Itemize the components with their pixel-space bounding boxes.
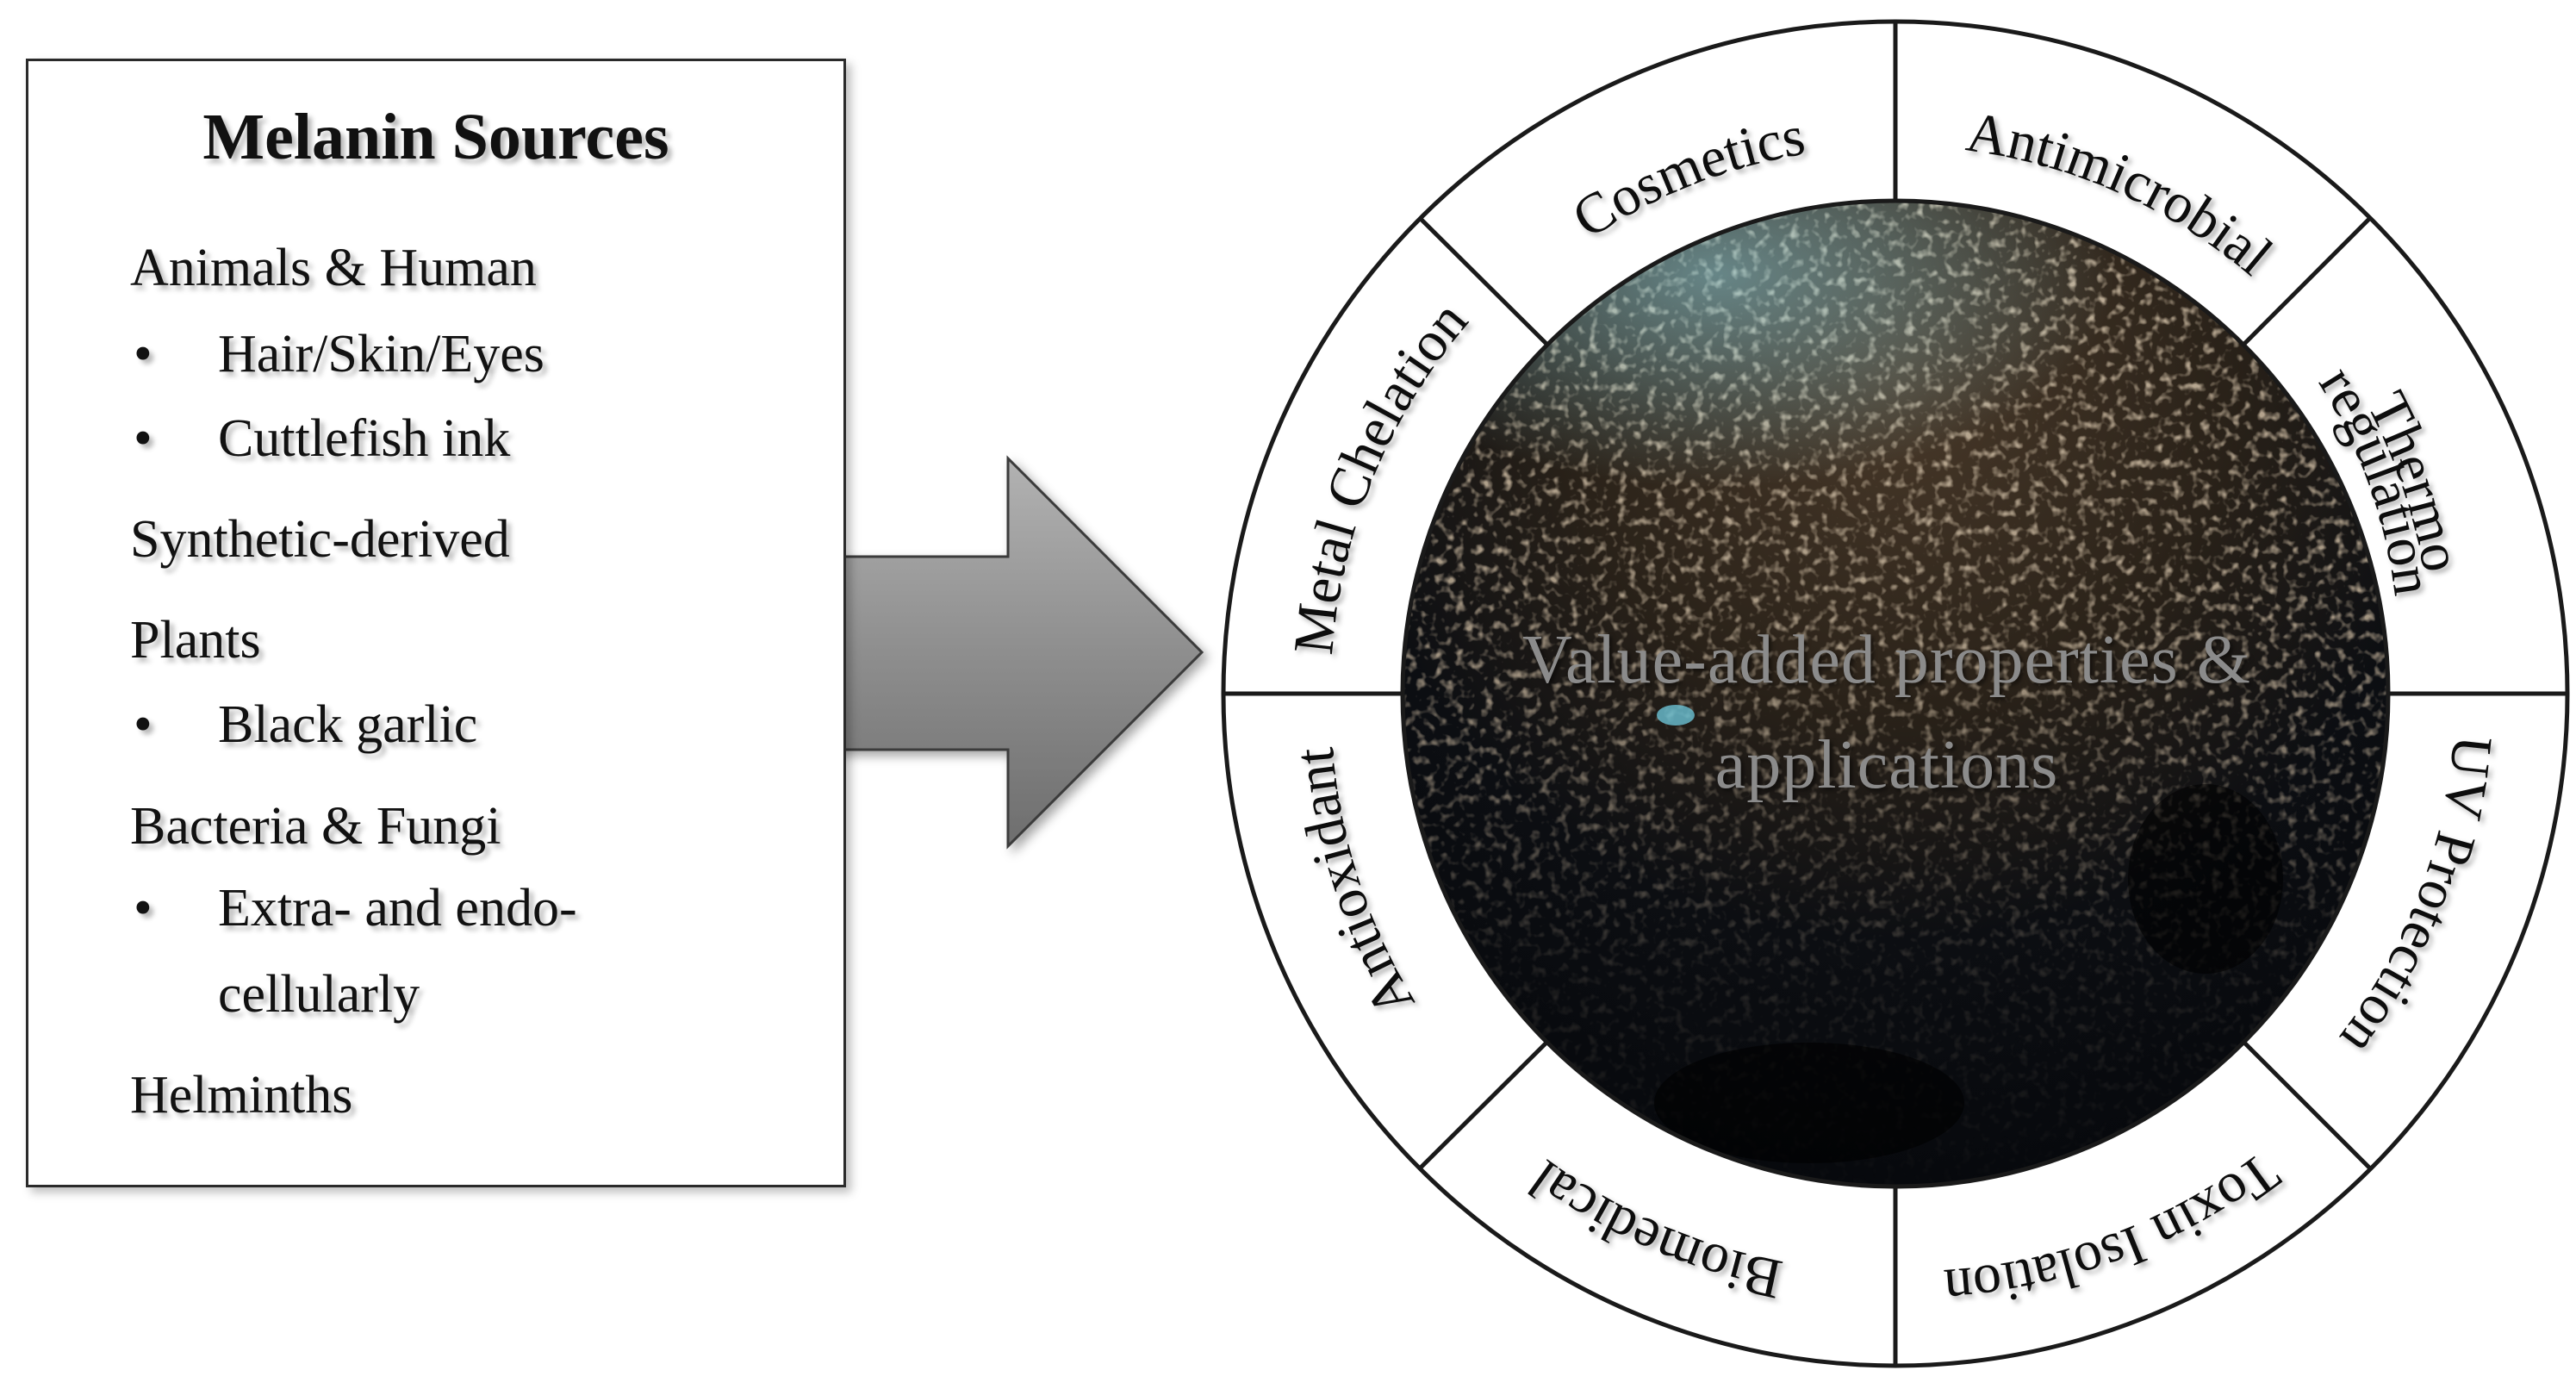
source-item: • Hair/Skin/Eyes <box>134 324 544 385</box>
source-item: • Cuttlefish ink <box>134 408 511 470</box>
bullet-icon: • <box>134 409 152 468</box>
bullet-icon: • <box>134 695 152 754</box>
source-category: Helminths <box>130 1066 353 1124</box>
source-item-continuation: cellularly <box>218 965 420 1024</box>
source-item-text: Extra- and endo- <box>218 879 577 937</box>
bullet-icon: • <box>134 879 152 937</box>
source-item-text: Black garlic <box>218 695 478 754</box>
center-label-line-2: applications <box>1714 727 2059 803</box>
sources-title: Melanin Sources <box>202 101 669 173</box>
source-item-text: Cuttlefish ink <box>218 409 511 468</box>
melanin-sources-box: Melanin Sources Animals & Human • Hair/S… <box>26 59 846 1187</box>
source-category: Animals & Human <box>130 239 537 297</box>
source-category: Bacteria & Fungi <box>130 797 501 856</box>
wheel-center-label: Value-added properties & applications <box>1413 607 2361 818</box>
source-item: • Black garlic <box>134 694 478 756</box>
applications-wheel: Cosmetics Antimicrobial Thermo regulatio… <box>1221 19 2570 1368</box>
bullet-icon: • <box>134 325 152 383</box>
source-category: Synthetic-derived <box>130 510 510 569</box>
wheel-dividers <box>1223 22 2567 1366</box>
source-category: Plants <box>130 611 261 670</box>
source-item-text: Hair/Skin/Eyes <box>218 325 544 383</box>
center-label-line-1: Value-added properties & <box>1522 622 2251 698</box>
source-item: • Extra- and endo- <box>134 878 577 939</box>
